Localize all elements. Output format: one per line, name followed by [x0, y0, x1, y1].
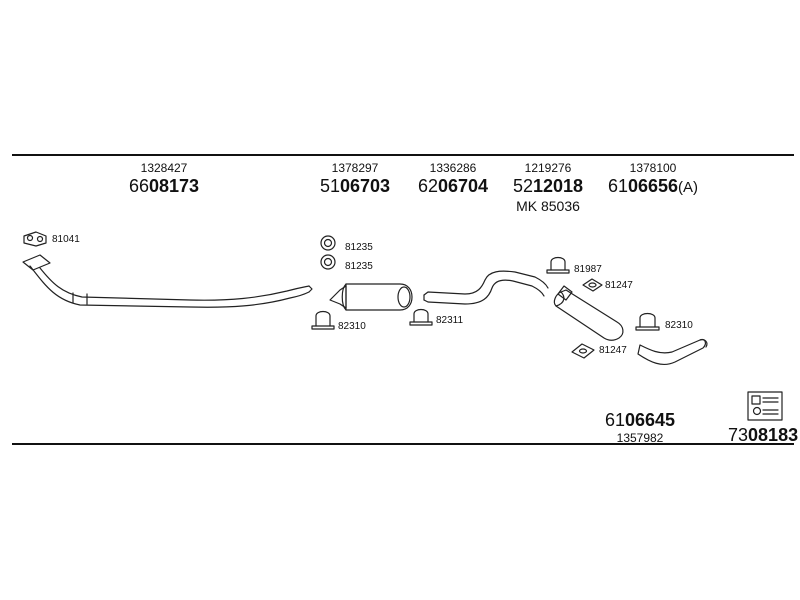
part-code: 12018: [532, 176, 584, 196]
part-prefix: 61: [607, 176, 628, 196]
part-prefix: 52: [512, 176, 533, 196]
label-clamp-mid-pipe: 82311: [436, 315, 464, 326]
label-clamp-rear-top: 81987: [574, 264, 602, 275]
ring-icon: [320, 235, 336, 251]
label-gasket-front: 81041: [52, 234, 80, 245]
front-gasket-icon: [23, 231, 47, 247]
part-prefix: 61: [604, 410, 625, 430]
clamp-icon: [409, 308, 433, 326]
front-pipe-icon: [22, 254, 313, 308]
clamp-icon: [546, 256, 570, 274]
label-clamp-front-muffler: 82310: [338, 321, 366, 332]
front-muffler-icon: [329, 283, 413, 311]
part-tailpipe: 1378100 6106656(A): [603, 162, 703, 196]
part-code: 06656: [627, 176, 679, 196]
part-code: 06704: [437, 176, 489, 196]
part-code: 06703: [339, 176, 391, 196]
middle-pipe-icon: [423, 270, 549, 305]
part-rear-muffler: 1219276 5212018 MK 85036: [508, 162, 588, 213]
mounting-kit-box-icon: [747, 391, 783, 421]
part-exhaust-front-pipe: 1328427 6608173: [124, 162, 204, 196]
clamp-icon: [635, 312, 660, 331]
oem-number: 1219276: [524, 161, 572, 175]
label-clamp-tailpipe: 82310: [665, 320, 693, 331]
clamp-icon: [311, 310, 335, 330]
part-code: 06645: [624, 410, 676, 430]
top-divider: [12, 154, 794, 156]
label-ring-2: 81235: [345, 261, 373, 272]
oem-number: 1336286: [429, 161, 477, 175]
ring-icon: [320, 254, 336, 270]
rear-muffler-icon: [553, 285, 624, 341]
part-code: 08183: [748, 425, 799, 445]
oem-number: 1378100: [629, 161, 677, 175]
label-hanger-rear-top: 81247: [605, 280, 633, 291]
part-complete-system: 6106645 1357982: [600, 411, 680, 444]
part-prefix: 66: [128, 176, 149, 196]
mounting-kit-number: MK 85036: [516, 198, 580, 214]
part-prefix: 73: [728, 425, 749, 445]
part-mounting-kit: 7308183: [728, 426, 798, 445]
part-prefix: 51: [319, 176, 340, 196]
part-suffix: (A): [678, 179, 699, 196]
oem-number: 1357982: [616, 431, 664, 445]
label-hanger-rear-bottom: 81247: [599, 345, 627, 356]
hanger-icon: [571, 343, 595, 359]
part-middle-pipe: 1336286 6206704: [413, 162, 493, 196]
hanger-icon: [582, 278, 603, 292]
tailpipe-icon: [637, 338, 708, 366]
part-prefix: 62: [417, 176, 438, 196]
part-front-muffler: 1378297 5106703: [315, 162, 395, 196]
oem-number: 1328427: [140, 161, 188, 175]
oem-number: 1378297: [331, 161, 379, 175]
bottom-divider: [12, 443, 794, 445]
label-ring-1: 81235: [345, 242, 373, 253]
part-code: 08173: [148, 176, 200, 196]
